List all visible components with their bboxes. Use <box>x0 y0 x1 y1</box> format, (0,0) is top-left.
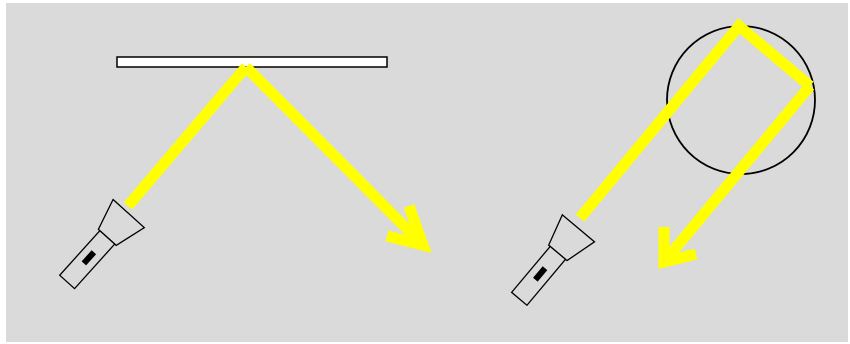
flashlight-icon <box>510 213 596 307</box>
flashlight-icon <box>58 198 146 290</box>
incident-beam-circle <box>575 18 814 222</box>
incident-beam <box>123 63 251 210</box>
arrowhead-icon <box>385 204 432 253</box>
reflected-beam <box>242 63 427 249</box>
flat-mirror-panel <box>58 56 432 290</box>
circle-mirror-panel <box>510 18 816 307</box>
diagram-canvas <box>6 3 848 342</box>
reflection-diagram <box>58 18 816 307</box>
reflected-beam-circle <box>659 82 815 266</box>
arrowhead-icon <box>658 227 698 270</box>
